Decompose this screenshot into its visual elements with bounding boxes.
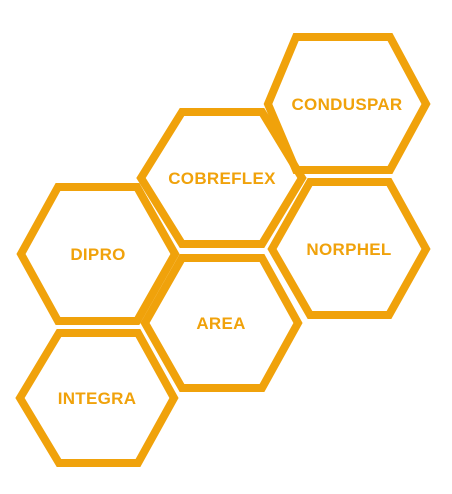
hexagon-conduspar: CONDUSPAR — [263, 33, 431, 174]
hexagon-cobreflex: COBREFLEX — [136, 108, 307, 248]
hexagon-norphel-outline — [267, 178, 431, 319]
hexagon-area-outline — [140, 254, 303, 392]
hexagon-integra-label: INTEGRA — [58, 389, 137, 408]
hexagon-area-label: AREA — [196, 314, 245, 333]
hexagon-cobreflex-label: COBREFLEX — [168, 169, 276, 188]
hexagon-norphel-label: NORPHEL — [306, 240, 391, 259]
hexagon-integra-outline — [15, 329, 179, 467]
hexagon-integra: INTEGRA — [15, 329, 179, 467]
hexagon-dipro-outline — [16, 183, 180, 325]
hexagon-dipro: DIPRO — [16, 183, 180, 325]
hexagon-conduspar-outline — [263, 33, 431, 174]
hexagon-cobreflex-outline — [136, 108, 307, 248]
hexagon-norphel: NORPHEL — [267, 178, 431, 319]
hexagon-conduspar-label: CONDUSPAR — [291, 95, 402, 114]
hexagon-area: AREA — [140, 254, 303, 392]
hexagon-dipro-label: DIPRO — [70, 245, 125, 264]
